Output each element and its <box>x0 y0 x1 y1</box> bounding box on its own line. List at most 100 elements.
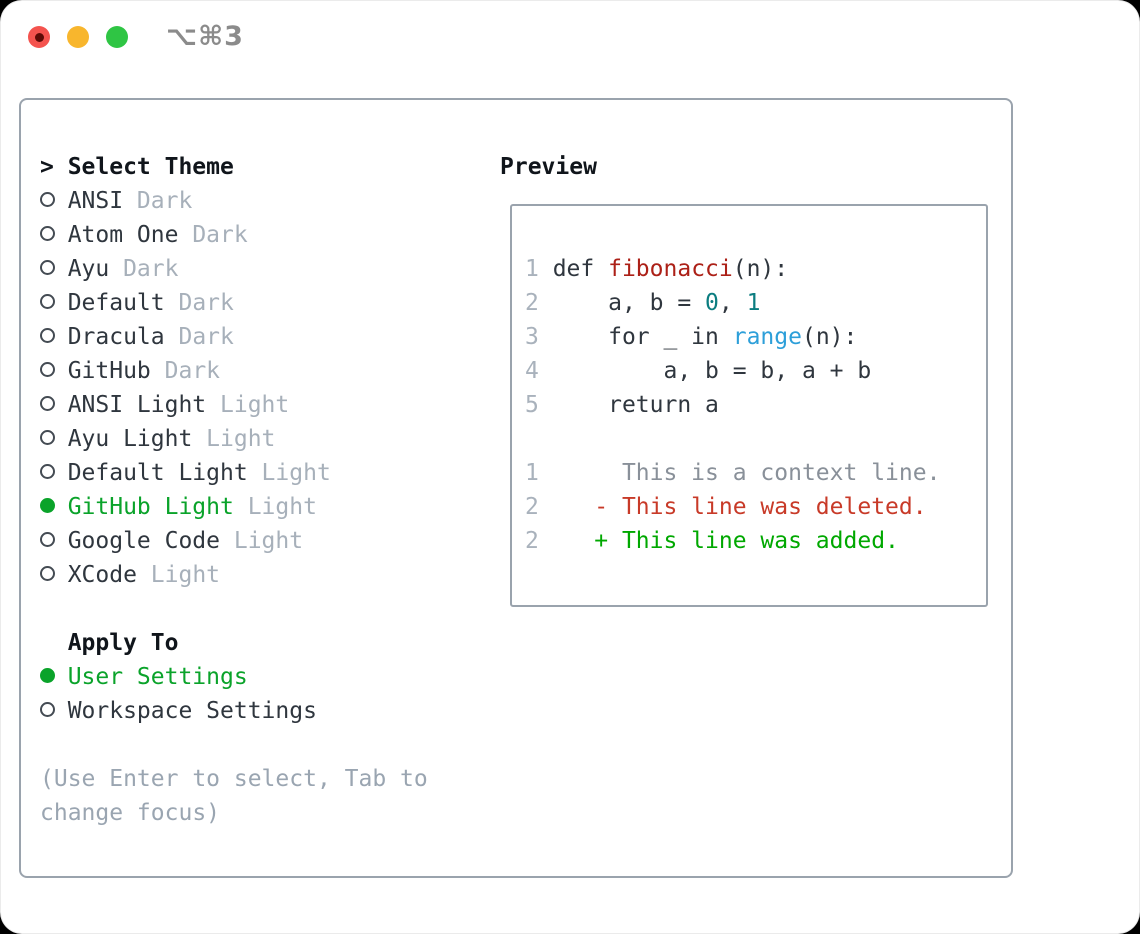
spacer-row <box>40 592 428 626</box>
code-token: This is a context line. <box>538 460 941 486</box>
apply-option-user-settings[interactable]: User Settings <box>40 660 428 694</box>
radio-icon <box>40 566 55 581</box>
minimize-button[interactable] <box>67 26 89 48</box>
code-token: for _ in <box>538 324 733 350</box>
code-token: 1 <box>746 290 761 316</box>
code-token: + This line was added. <box>538 528 899 554</box>
preview-line: 1 def fibonacci(n): <box>525 252 986 286</box>
theme-variant-tag: Dark <box>178 222 248 248</box>
theme-variant-tag: Dark <box>109 256 179 282</box>
apply-option-workspace-settings[interactable]: Workspace Settings <box>40 694 428 728</box>
radio-selected-icon <box>40 668 55 683</box>
preview-line: 2 a, b = 0, 1 <box>525 286 986 320</box>
hint-text: change focus) <box>40 800 221 826</box>
theme-name: Dracula <box>67 324 165 350</box>
line-number: 2 <box>525 528 539 554</box>
radio-icon <box>40 396 55 411</box>
radio-cell <box>40 388 68 422</box>
radio-cell <box>40 422 68 456</box>
radio-cell <box>40 660 68 694</box>
theme-option-default[interactable]: Default Dark <box>40 286 428 320</box>
line-number: 5 <box>525 392 539 418</box>
line-number: 3 <box>525 324 539 350</box>
theme-option-google-code[interactable]: Google Code Light <box>40 524 428 558</box>
radio-cell <box>40 524 68 558</box>
theme-name: GitHub Light <box>67 494 234 520</box>
radio-cell <box>40 286 68 320</box>
theme-name: Ayu Light <box>67 426 193 452</box>
theme-name: GitHub <box>67 358 151 384</box>
radio-cell <box>40 490 68 524</box>
theme-option-github[interactable]: GitHub Dark <box>40 354 428 388</box>
theme-option-ayu[interactable]: Ayu Dark <box>40 252 428 286</box>
theme-variant-tag: Dark <box>164 324 234 350</box>
radio-icon <box>40 702 55 717</box>
theme-option-default-light[interactable]: Default Light Light <box>40 456 428 490</box>
line-number: 1 <box>525 256 539 282</box>
theme-variant-tag: Dark <box>150 358 221 384</box>
radio-cell <box>40 694 68 728</box>
preview-line: 5 return a <box>525 388 986 422</box>
radio-cell <box>40 354 68 388</box>
preview-line: 1 This is a context line. <box>525 456 986 490</box>
radio-cell <box>40 218 68 252</box>
line-number: 2 <box>525 494 539 520</box>
select-theme-title: Select Theme <box>67 154 234 180</box>
preview-line: 3 for _ in range(n): <box>525 320 986 354</box>
radio-cell <box>40 558 68 592</box>
radio-cell <box>40 252 68 286</box>
theme-variant-tag: Dark <box>123 188 193 214</box>
code-token: def <box>538 256 609 282</box>
radio-icon <box>40 532 55 547</box>
radio-icon <box>40 430 55 445</box>
radio-icon <box>40 328 55 343</box>
line-number: 4 <box>525 358 539 384</box>
spacer-row <box>40 728 428 762</box>
theme-option-atom-one[interactable]: Atom One Dark <box>40 218 428 252</box>
preview-line: 2 - This line was deleted. <box>525 490 986 524</box>
modified-dot-icon <box>34 32 44 42</box>
theme-option-ansi-light[interactable]: ANSI Light Light <box>40 388 428 422</box>
code-token: 0 <box>705 290 719 316</box>
theme-name: ANSI Light <box>67 392 207 418</box>
theme-option-github-light[interactable]: GitHub Light Light <box>40 490 428 524</box>
code-token: return a <box>538 392 719 418</box>
theme-name: XCode <box>67 562 137 588</box>
theme-variant-tag: Dark <box>164 290 234 316</box>
preview-line: 2 + This line was added. <box>525 524 986 558</box>
hint-text: (Use Enter to select, Tab to <box>40 766 428 792</box>
prompt-icon: > <box>40 154 54 180</box>
code-token: a, b = <box>538 290 706 316</box>
theme-option-ayu-light[interactable]: Ayu Light Light <box>40 422 428 456</box>
apply-to-title: Apply To <box>67 630 179 656</box>
apply-option-name: User Settings <box>67 664 248 690</box>
close-button[interactable] <box>28 26 50 48</box>
line-number: 2 <box>525 290 539 316</box>
theme-option-dracula[interactable]: Dracula Dark <box>40 320 428 354</box>
theme-option-ansi[interactable]: ANSI Dark <box>40 184 428 218</box>
radio-cell <box>40 320 68 354</box>
line-number: 1 <box>525 460 539 486</box>
theme-variant-tag: Light <box>233 494 317 520</box>
radio-icon <box>40 192 55 207</box>
theme-name: Ayu <box>67 256 110 282</box>
code-token: fibonacci <box>608 256 733 282</box>
select-theme-header: > Select Theme <box>40 150 428 184</box>
theme-variant-tag: Light <box>220 528 304 554</box>
apply-to-header: Apply To <box>40 626 428 660</box>
radio-cell <box>40 184 68 218</box>
code-token: a, b = b, a + b <box>538 358 872 384</box>
radio-icon <box>40 464 55 479</box>
code-token: (n): <box>732 256 789 282</box>
theme-option-xcode[interactable]: XCode Light <box>40 558 428 592</box>
apply-option-name: Workspace Settings <box>67 698 317 724</box>
zoom-button[interactable] <box>106 26 128 48</box>
preview-line <box>525 422 986 456</box>
theme-variant-tag: Light <box>192 426 276 452</box>
radio-icon <box>40 362 55 377</box>
preview-title: Preview <box>500 154 597 180</box>
